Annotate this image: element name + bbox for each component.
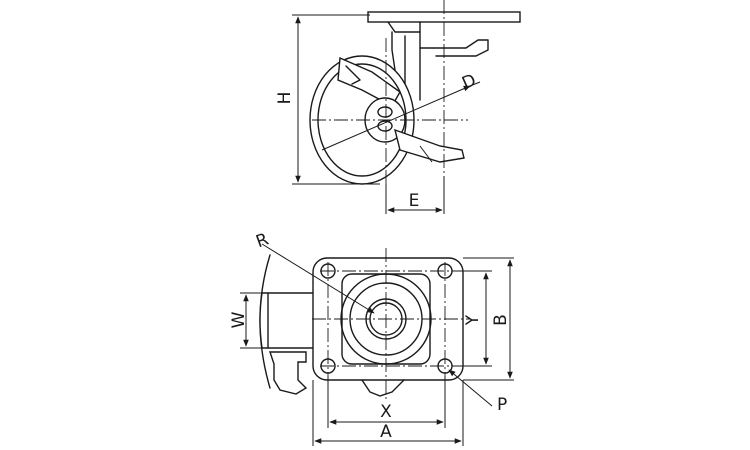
- dimension-P: P: [448, 369, 507, 415]
- brake-pedal: [394, 128, 465, 163]
- label-B: B: [491, 314, 511, 326]
- pedal-top: [269, 351, 308, 395]
- pedal-detail: [419, 145, 433, 163]
- label-E: E: [409, 191, 420, 211]
- brake-housing: [419, 39, 489, 57]
- label-A: A: [380, 422, 392, 442]
- label-W: W: [229, 311, 249, 328]
- top-view: [259, 248, 470, 400]
- label-P: P: [497, 395, 507, 415]
- swivel-bearing: [387, 21, 421, 33]
- label-R: R: [253, 229, 271, 252]
- dimension-A: A: [312, 380, 464, 446]
- brake-bump: [361, 379, 405, 397]
- dimension-B: B: [463, 257, 514, 381]
- label-Y: Y: [463, 314, 483, 326]
- label-X: X: [380, 402, 392, 422]
- dimension-Y: Y: [452, 270, 492, 367]
- label-D: D: [459, 70, 479, 94]
- wheel-top: [259, 292, 319, 349]
- dimension-X: X: [327, 376, 446, 428]
- dimension-W: W: [229, 292, 266, 349]
- side-view: [309, 0, 521, 190]
- label-H: H: [275, 92, 295, 105]
- dimension-H: H: [275, 14, 380, 185]
- lever-detail: [345, 65, 361, 85]
- axle-hole-1: [377, 106, 393, 118]
- dimension-E: E: [385, 176, 445, 214]
